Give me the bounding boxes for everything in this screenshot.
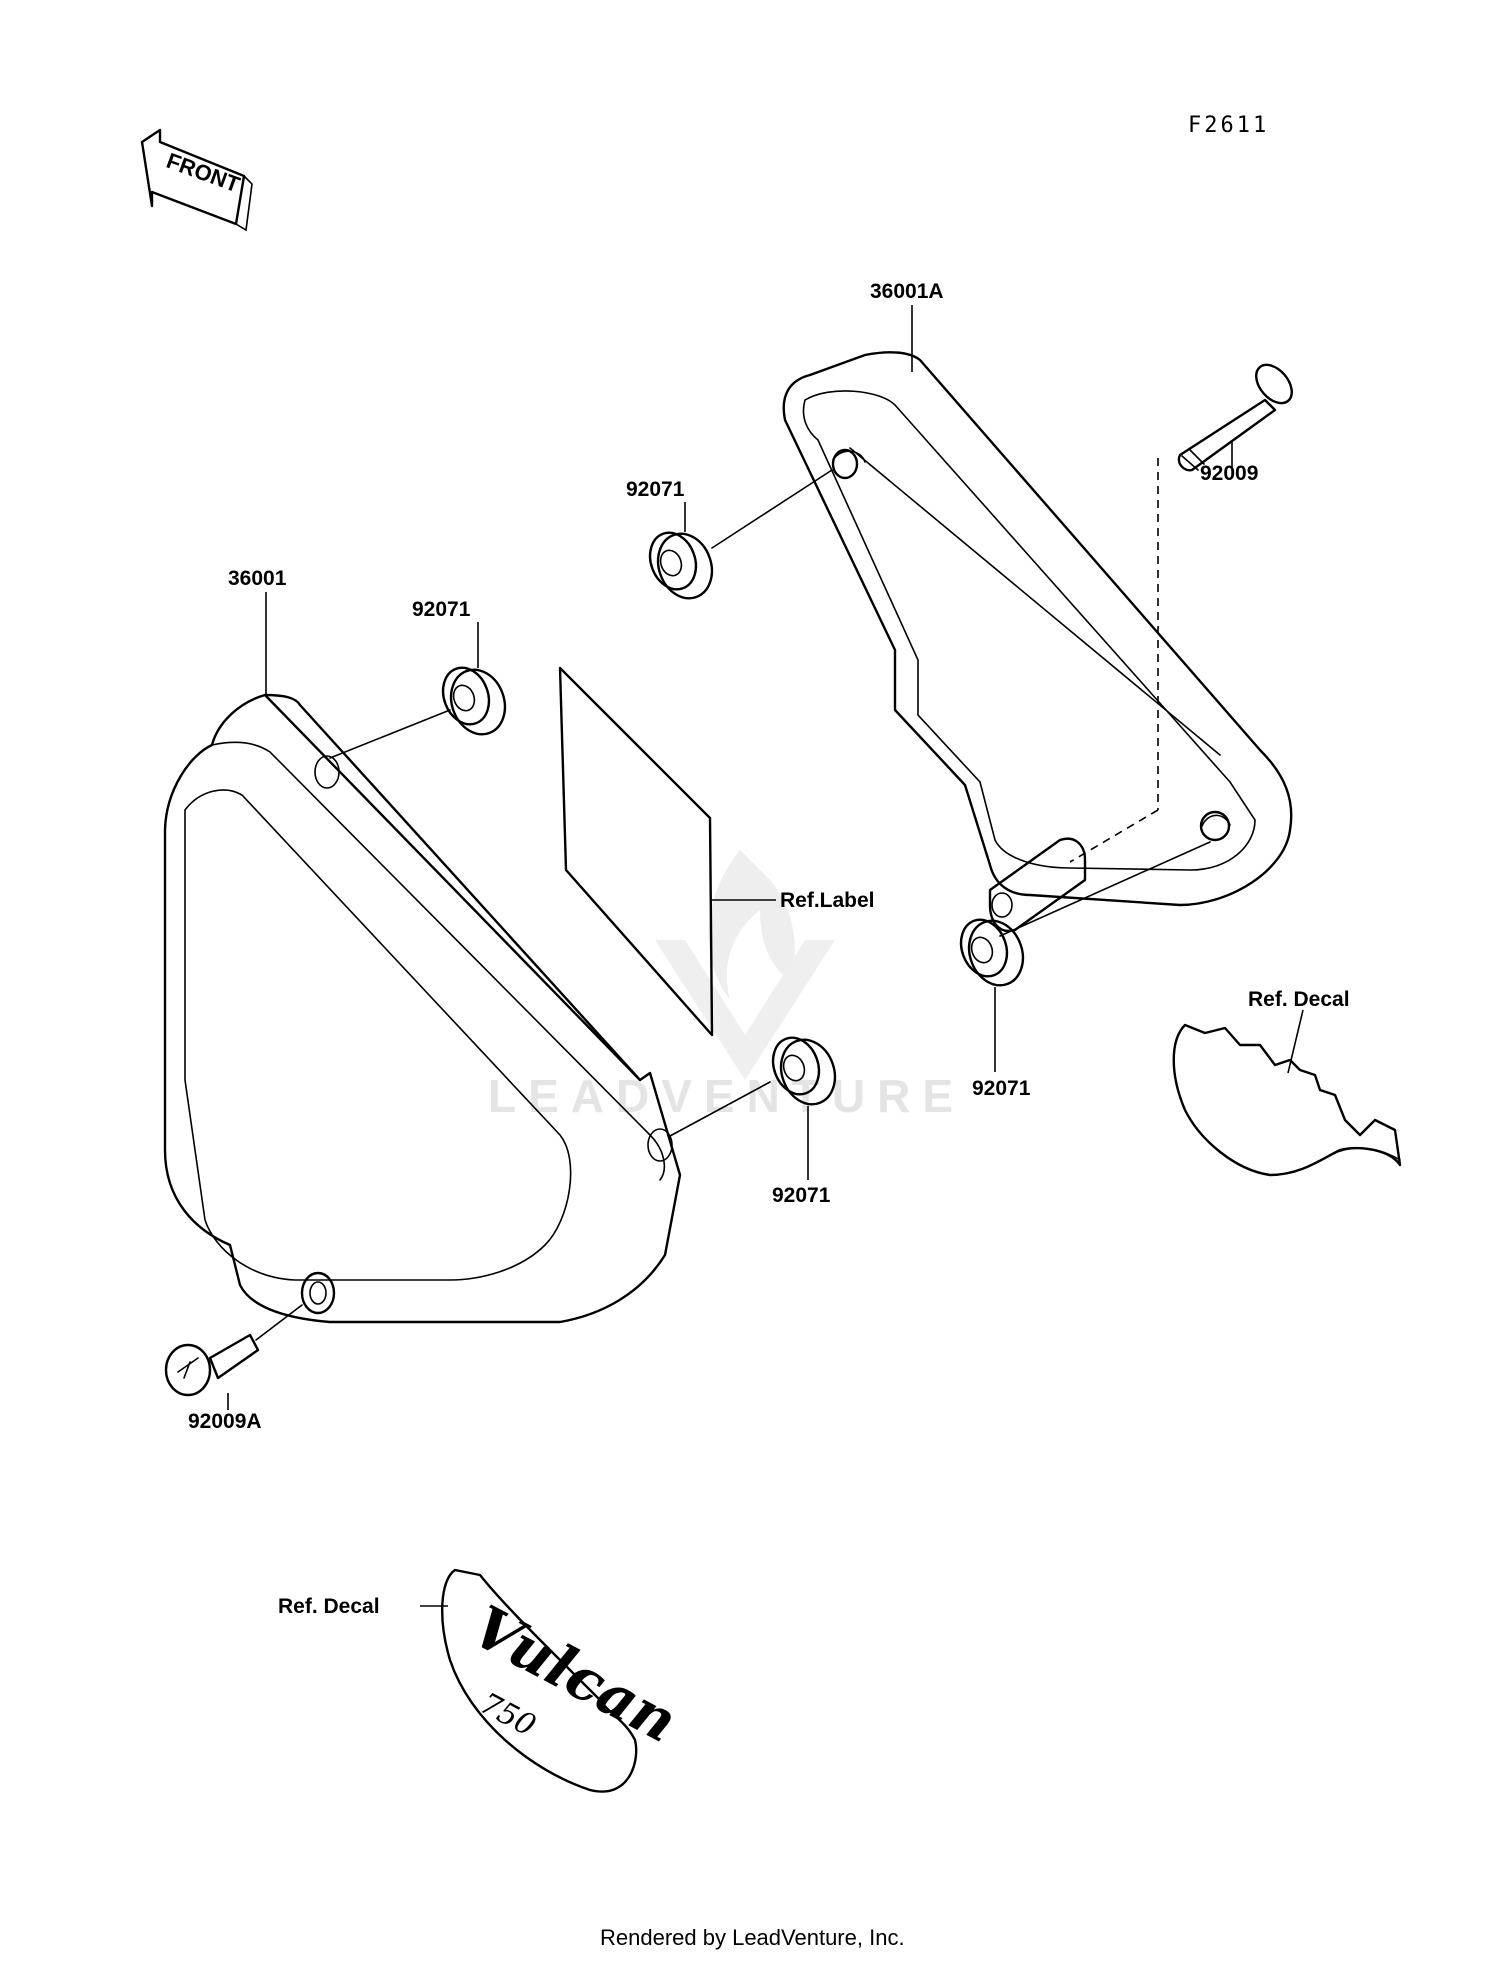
ref-decal-right [1172,1023,1402,1177]
front-arrow-icon: FRONT [140,128,253,232]
watermark-v-icon [655,940,835,1080]
grommet-right-top [648,531,714,600]
bolt-left [164,1333,260,1397]
bolt-right [1177,363,1293,472]
label-ref-decal-right: Ref. Decal [1248,988,1350,1011]
label-92071-right-top: 92071 [626,478,685,501]
label-36001a: 36001A [870,280,944,303]
left-side-cover [163,693,682,1324]
label-92071-left-top: 92071 [412,598,471,621]
label-ref-label: Ref.Label [780,889,875,912]
vulcan-decal-number: 750 [474,1686,541,1744]
right-side-cover [782,351,1293,933]
grommet-left-bottom [771,1036,837,1106]
grommet-right-bottom [959,918,1025,987]
label-ref-decal-bottom: Ref. Decal [278,1595,380,1618]
label-92009: 92009 [1200,462,1258,485]
watermark-text: LEADVENTURE [488,1070,965,1122]
label-36001: 36001 [228,567,287,590]
ref-label-sticker [558,666,714,1037]
label-92071-left-bottom: 92071 [772,1184,831,1207]
figure-code: F2611 [1188,113,1269,138]
label-92009a: 92009A [188,1410,262,1433]
footer-credit: Rendered by LeadVenture, Inc. [600,1925,905,1950]
watermark: LEADVENTURE [488,850,965,1122]
leader-lines [227,305,1304,1607]
watermark-flame-icon [708,850,795,1000]
front-label: FRONT [163,148,243,198]
label-92071-right-bottom: 92071 [972,1077,1031,1100]
ref-decal-vulcan: Vulcan 750 [441,1568,688,1793]
grommet-left-top [441,666,507,736]
